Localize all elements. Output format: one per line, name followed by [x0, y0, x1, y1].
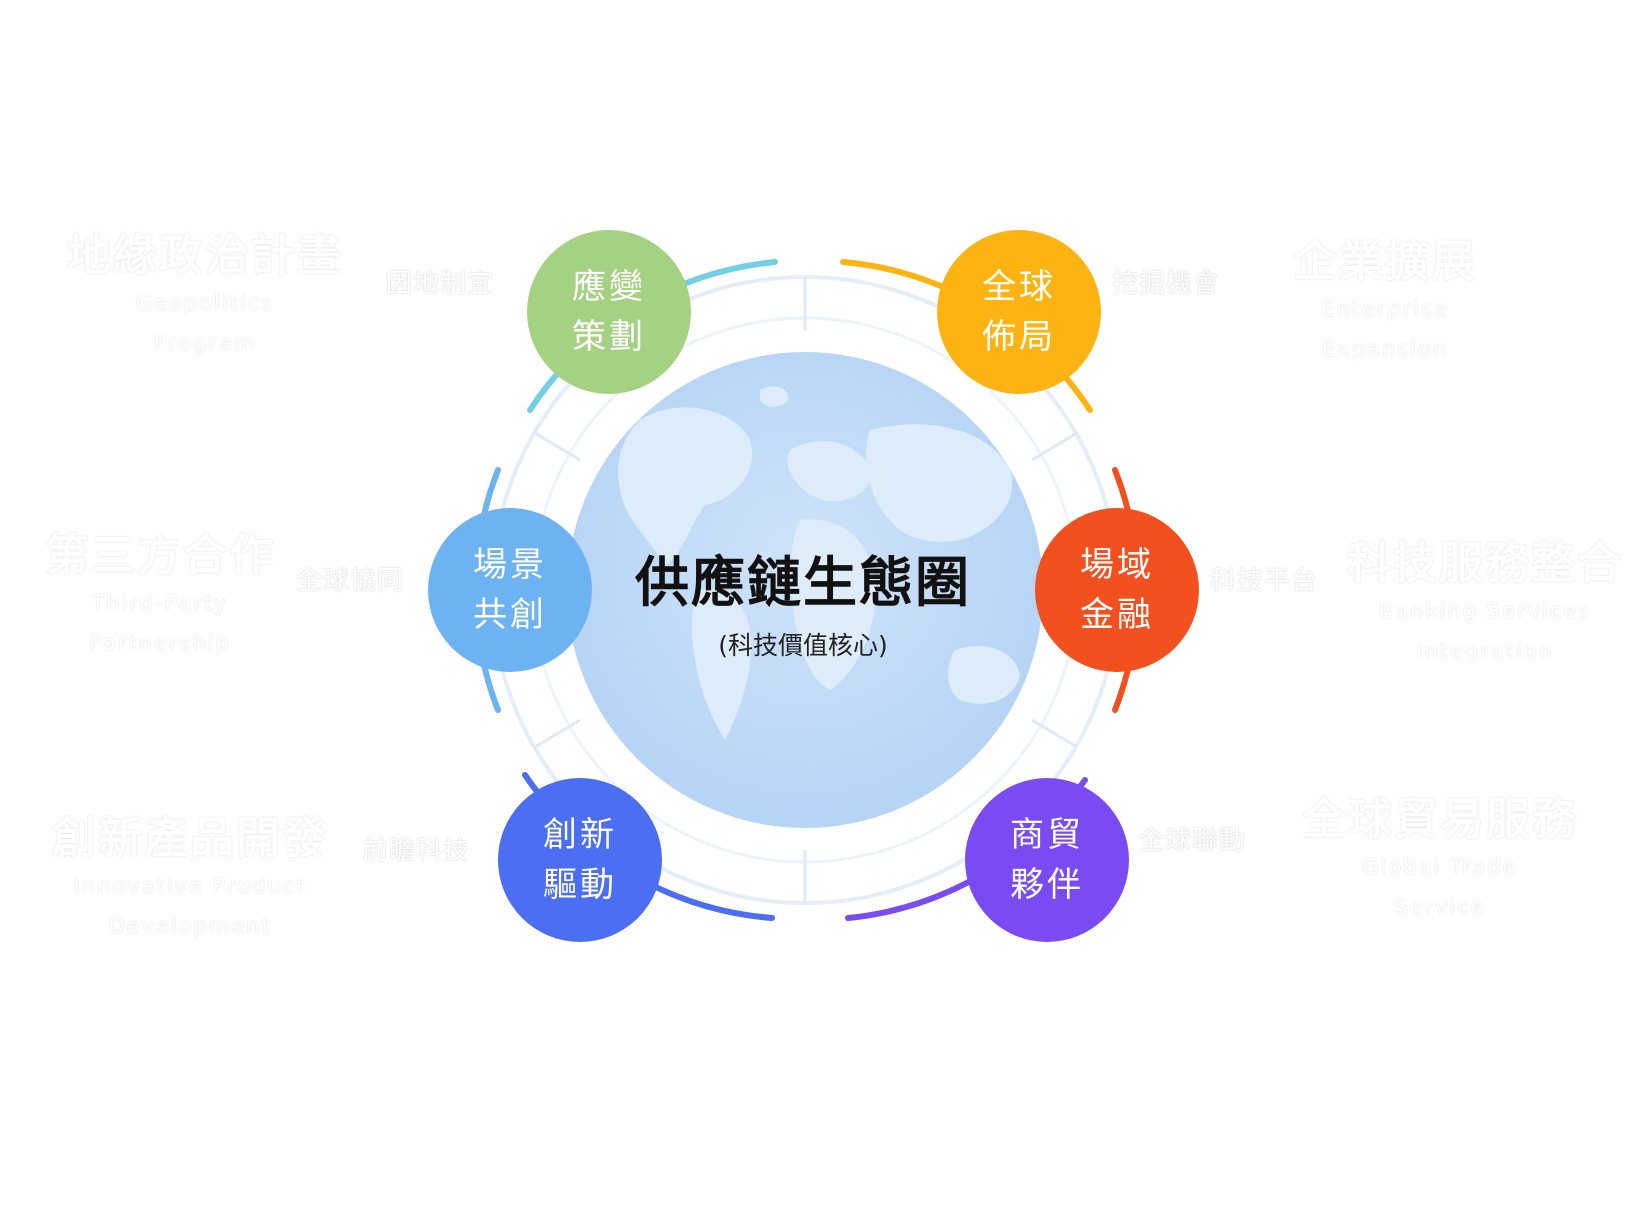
side-ml-zh: 第三方合作 — [45, 530, 275, 581]
side-tr-en1: Enterprise — [1320, 297, 1450, 322]
side-label-ml: 第三方合作 Third-Party Partnership — [30, 530, 290, 660]
keyword-tr: 挖掘機會 — [1112, 269, 1221, 299]
side-label-br: 全球貿易服務 Global Trade Service — [1290, 794, 1590, 924]
side-mr-en1: Banking Services — [1378, 599, 1592, 624]
side-br-zh: 全球貿易服務 — [1302, 794, 1578, 845]
node-ml: 場景 共創 — [428, 508, 592, 672]
side-label-mr: 科技服務整合 Banking Services Integration — [1340, 538, 1630, 668]
node-mr-line2: 金融 — [1080, 595, 1154, 635]
ring-ticks — [534, 277, 1078, 903]
node-circle-bl — [498, 778, 662, 942]
side-tl-en1: Geopolitics — [135, 291, 275, 316]
node-bl-line2: 驅動 — [543, 865, 617, 905]
node-circle-tl — [527, 230, 691, 394]
node-tr-line1: 全球 — [982, 266, 1056, 307]
side-bl-en2: Development — [108, 914, 272, 939]
node-br-line2: 夥伴 — [1010, 865, 1084, 905]
side-ml-en2: Partnership — [89, 631, 231, 656]
node-ml-line1: 場景 — [473, 544, 547, 585]
node-tr-line2: 佈局 — [982, 317, 1056, 357]
side-mr-zh: 科技服務整合 — [1347, 538, 1623, 589]
keyword-br: 全球聯動 — [1138, 826, 1247, 856]
side-tr-en2: Expansion — [1321, 337, 1449, 362]
node-tl-line2: 策劃 — [572, 317, 646, 357]
side-mr-en2: Integration — [1416, 639, 1554, 664]
node-circle-br — [965, 778, 1129, 942]
node-circle-mr — [1035, 508, 1199, 672]
node-bl-line1: 創新 — [543, 814, 617, 855]
node-br: 商貿 夥伴 — [965, 778, 1129, 942]
side-bl-en1: Innovative Product — [73, 874, 307, 899]
side-label-bl: 創新產品開發 Innovative Product Development — [40, 813, 340, 943]
node-ml-line2: 共創 — [473, 595, 547, 635]
keyword-bl: 前瞻科技 — [362, 836, 471, 866]
node-circle-ml — [428, 508, 592, 672]
node-mr: 場域 金融 — [1035, 508, 1199, 672]
keyword-mr: 科技平台 — [1210, 566, 1319, 596]
side-tl-en2: Program — [153, 331, 257, 356]
node-br-line1: 商貿 — [1010, 814, 1084, 855]
node-mr-line1: 場域 — [1080, 544, 1154, 585]
side-ml-en1: Third-Party — [91, 591, 229, 616]
keyword-ml: 全球協同 — [296, 566, 405, 596]
side-br-en1: Global Trade — [1362, 855, 1518, 880]
node-tr: 全球 佈局 — [937, 230, 1101, 394]
node-circle-tr — [937, 230, 1101, 394]
node-tl-line1: 應變 — [572, 266, 646, 307]
side-bl-zh: 創新產品開發 — [52, 813, 328, 864]
side-br-en2: Service — [1394, 895, 1486, 920]
keyword-tl: 因地制宜 — [386, 269, 495, 299]
side-label-tl: 地緣政治計畫 Geopolitics Program — [50, 230, 360, 360]
world-map-icon — [618, 386, 1020, 740]
node-bl: 創新 驅動 — [498, 778, 662, 942]
side-tr-zh: 企業擴展 — [1293, 236, 1477, 287]
center-subtitle: (科技價值核心) — [718, 631, 888, 660]
center-title: 供應鏈生態圈 — [635, 551, 971, 614]
side-label-tr: 企業擴展 Enterprise Expansion — [1260, 236, 1510, 366]
node-tl: 應變 策劃 — [527, 230, 691, 394]
side-tl-zh: 地緣政治計畫 — [67, 230, 343, 281]
